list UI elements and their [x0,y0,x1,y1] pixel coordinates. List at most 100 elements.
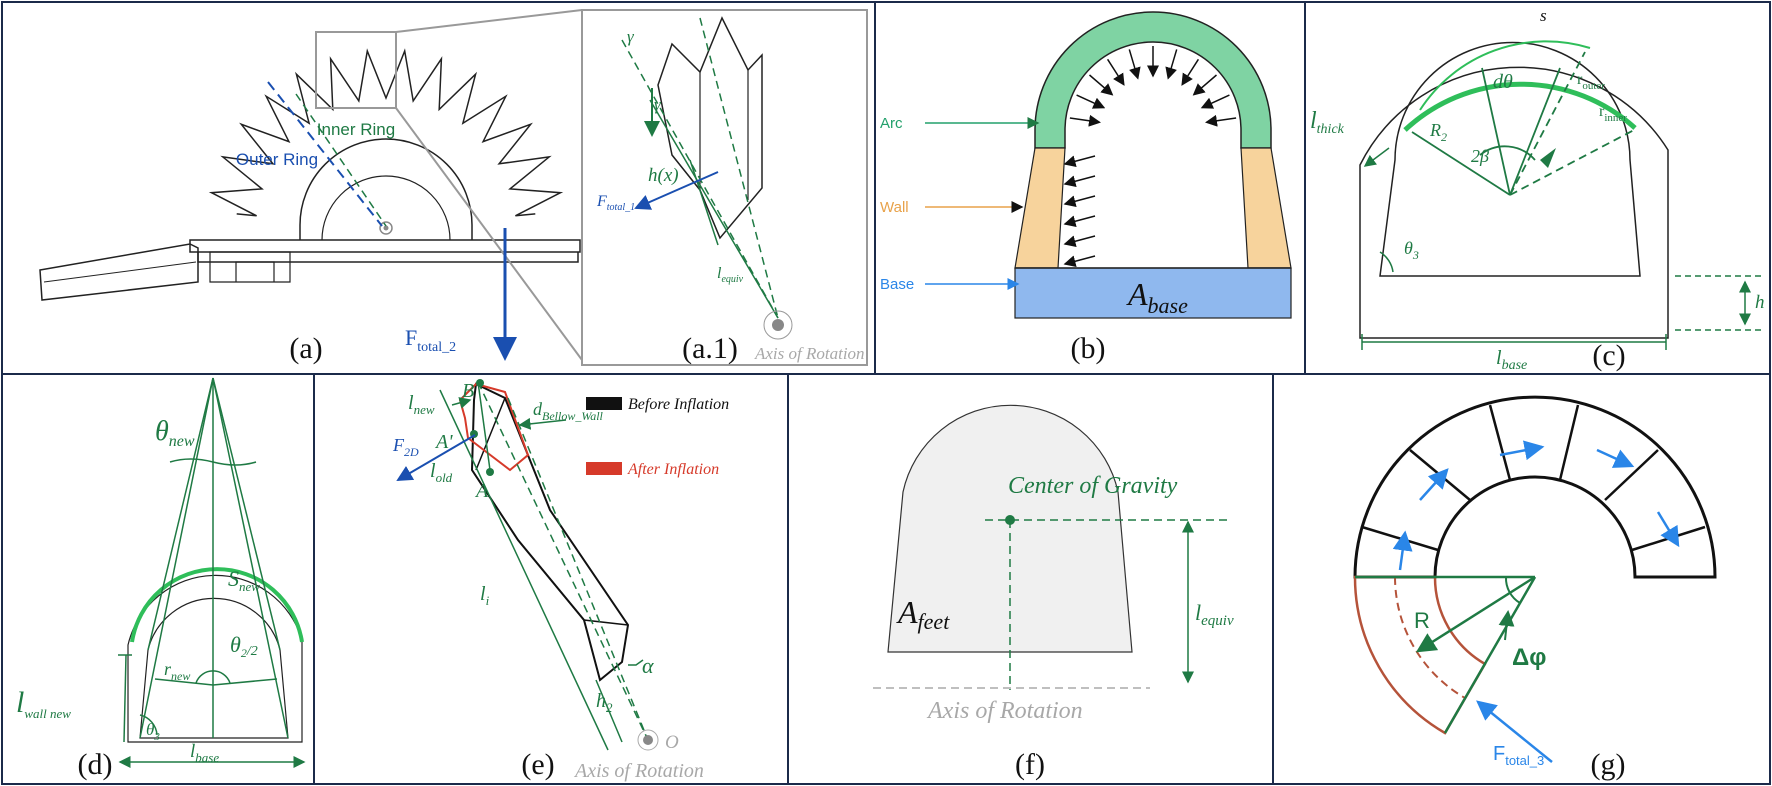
wall-pressure-arrow [1063,195,1096,208]
force-total-2-label: Ftotal_2 [405,325,456,355]
base-label: Base [880,276,914,293]
wall-right [1240,147,1292,269]
l-i-label: li [480,583,490,608]
inner-shape [139,597,289,739]
s-label: s [1540,6,1547,25]
2beta-label: 2β [1471,146,1489,166]
pressure-arrows [1063,46,1237,268]
pressure-arrow [1069,114,1101,127]
base-plate [189,239,581,263]
delta-phi-label: Δφ [1512,644,1546,671]
bellow-ring-gear [208,48,564,217]
handle-inner-line [43,261,197,283]
outer-shape [1359,66,1669,339]
a-base-label: Abase [1126,276,1188,318]
pressure-arrow [1076,94,1106,109]
handle [39,243,199,301]
outer-ring-line [267,81,383,227]
h-x-label: h(x) [648,165,679,186]
wall-pressure-arrow [1063,175,1096,188]
arc-region [1034,11,1272,149]
bellow-outline [657,16,763,240]
d-l-base-label: lbase [190,741,219,765]
panel-e: Before Inflation After Inflation B A' A … [392,379,729,782]
s-new-label: Snew [228,566,260,594]
theta3-label: θ3 [1404,238,1419,262]
a-feet-label: Afeet [896,594,950,634]
legend-before-label: Before Inflation [628,396,729,413]
l-new-label: lnew [408,392,435,417]
l-wall-new-label: lwall new [16,686,71,721]
point-a-label: A [474,480,489,502]
theta-new-label: θnew [155,416,195,450]
panel-b: Arc Wall Base Abase (b) [880,11,1292,365]
zoom-box [315,31,397,109]
inner-ring-line [295,93,387,227]
force-total-3-label: Ftotal_3 [1493,743,1544,768]
panel-a-label: (a) [289,332,322,365]
legend-after-label: After Inflation [627,461,719,478]
theta2-label: θ2/2 [230,632,258,660]
point-a-prime-label: A' [434,431,453,453]
origin-label: O [665,732,679,753]
panel-a: Outer Ring Inner Ring Ftotal_2 (a) [39,9,583,365]
f-axis-label: Axis of Rotation [926,698,1083,724]
feet-area [887,404,1133,653]
wall-left [1014,147,1066,269]
wall-pressure-arrow [1063,255,1096,268]
r-outer-label: router [1577,71,1605,92]
wall-label: Wall [880,199,909,216]
h2-label: h2 [596,690,613,715]
l-equiv-label: lequiv [717,265,744,285]
pressure-arrow [1200,94,1230,109]
force-total-1-arrow [634,171,719,210]
d-theta3-label: θ3 [146,720,160,743]
force-total-1-label: Ftotal_1 [596,193,635,213]
panel-c: s dθ router rinner R2 2β lthick θ3 h lba… [1310,6,1765,373]
r2-label: R2 [1429,120,1447,144]
wall-pressure-arrow [1063,215,1096,228]
legend-after-swatch [586,462,622,475]
inner-ring-label: Inner Ring [317,120,395,139]
h-label: h [1755,292,1765,313]
s-arc [1403,81,1637,132]
panel-g-label: (g) [1591,748,1626,781]
base-region [1014,267,1292,319]
alpha-label: α [642,653,654,678]
d-bellow-label: dBellow_Wall [533,399,604,423]
f-l-equiv-label: lequiv [1195,600,1234,629]
outer-shape [127,574,303,743]
pressure-arrow [1192,74,1217,96]
pressure-arrow [1106,58,1125,86]
a1-axis-label: Axis of Rotation [754,344,865,363]
pressure-arrow [1089,74,1114,96]
panel-c-label: (c) [1592,339,1625,372]
cog-label: Center of Gravity [1008,473,1178,499]
panel-e-label: (e) [521,748,554,781]
e-axis-label: Axis of Rotation [573,760,704,782]
l-thick-label: lthick [1310,108,1345,137]
panel-f-label: (f) [1015,748,1045,781]
l-base-label: lbase [1496,347,1527,373]
panel-f: Center of Gravity Afeet lequiv Axis of R… [873,404,1234,781]
pressure-arrow [1181,58,1200,86]
pressure-arrow [1128,49,1141,80]
panel-d: θnew Snew rnew θ2/2 lwall new θ3 lbase (… [16,377,306,781]
inner-arch [299,138,473,240]
panel-d-label: (d) [78,748,113,781]
r-label: R [1414,608,1430,633]
gamma-label-1: γ [627,27,635,46]
panel-b-label: (b) [1071,332,1106,365]
pressure-arrow [1205,114,1237,127]
ring-outline [1353,395,1717,579]
point-b-label: B [462,380,474,402]
legend-before-swatch [586,397,622,410]
bellow-before [470,382,630,682]
l-old-label: lold [430,460,453,485]
panel-a1-label: (a.1) [682,332,738,365]
arc-label: Arc [880,115,903,132]
wall-pressure-arrow [1063,235,1096,248]
pivot [379,221,393,235]
pressure-arrow [1165,49,1178,80]
